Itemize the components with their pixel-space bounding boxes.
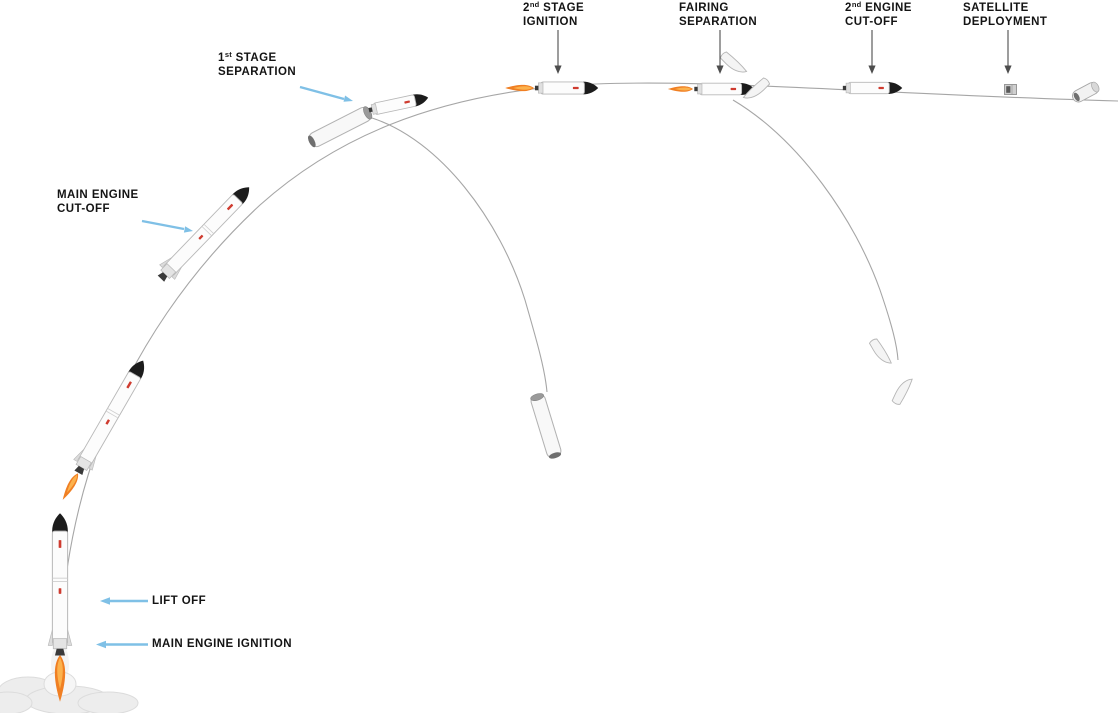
callout-main-engine-ignition-label: MAIN ENGINE IGNITION	[152, 638, 292, 650]
callout-first-stage-separation: 1st STAGE SEPARATION	[218, 50, 297, 79]
stage1-separating	[305, 104, 375, 150]
callout-second-stage-ignition: 2nd STAGE IGNITION	[523, 0, 585, 29]
second-engine-cut-off-stage	[842, 81, 903, 95]
rocket-main-engine-cut-off	[152, 179, 258, 287]
arrow-second-engine-cut-off	[868, 30, 876, 74]
arrow-satellite-deployment	[1004, 30, 1012, 74]
callout-lift-off-label: LIFT OFF	[152, 595, 207, 607]
leader-first-stage-separation	[299, 85, 353, 102]
stage1-fall-path	[371, 117, 548, 393]
second-stage-igniting	[505, 81, 599, 95]
arrow-fairing-separation	[716, 30, 724, 74]
callout-main-engine-ignition: MAIN ENGINE IGNITION	[152, 637, 292, 651]
arrow-second-stage-ignition	[554, 30, 562, 74]
callout-lift-off: LIFT OFF	[152, 594, 206, 608]
falling-fairing-half-2	[891, 374, 914, 407]
leader-main-engine-ignition	[96, 640, 148, 649]
fairing-half-upper	[719, 49, 748, 79]
fairing-fall-path	[732, 99, 899, 361]
falling-fairing-half-1	[868, 337, 893, 368]
leader-main-engine-cut-off	[141, 219, 193, 233]
callout-main-engine-cut-off: MAIN ENGINE CUT-OFF	[57, 189, 139, 216]
callout-second-engine-cut-off: 2nd ENGINE CUT-OFF	[845, 0, 912, 29]
rocket-ascent	[59, 354, 153, 502]
callout-satellite-deployment: SATELLITE DEPLOYMENT	[963, 2, 1048, 29]
upper-stage-after-separation	[367, 91, 430, 117]
flight-trajectory-path	[58, 82, 1119, 701]
launch-smoke-cloud	[0, 644, 139, 713]
fairing-separation-group	[667, 49, 771, 105]
callout-fairing-separation: FAIRING SEPARATION	[679, 2, 758, 29]
leader-lift-off	[100, 597, 148, 605]
falling-first-stage	[528, 391, 564, 461]
satellite-at-deployment	[1004, 84, 1017, 95]
